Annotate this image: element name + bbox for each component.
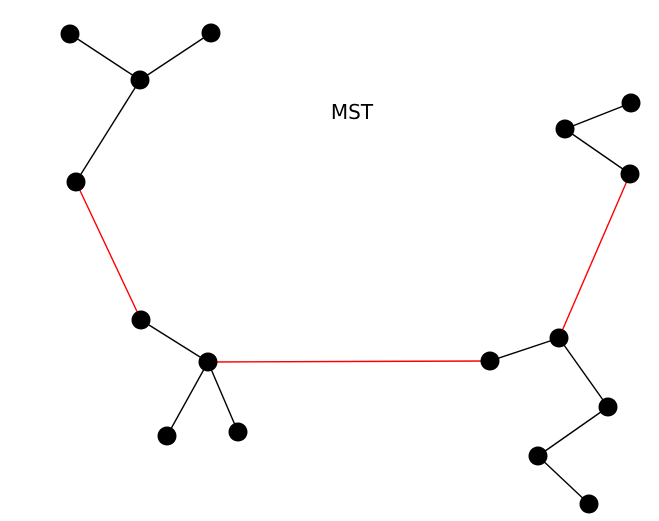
node-p [579, 494, 599, 514]
node-n [598, 397, 618, 417]
node-o [528, 446, 548, 466]
node-k [620, 164, 640, 184]
edge-layer [69, 32, 632, 505]
node-e [131, 310, 151, 330]
edge-n-o [537, 406, 609, 457]
node-m [621, 93, 641, 113]
node-a [60, 24, 80, 44]
edge-l-m [564, 102, 632, 130]
edge-j-n [558, 337, 609, 408]
edge-f-h [207, 361, 239, 433]
node-l [555, 119, 575, 139]
node-f [198, 352, 218, 372]
edge-k-l [564, 128, 631, 175]
edge-c-d [75, 79, 141, 183]
node-j [549, 328, 569, 348]
edge-a-c [69, 33, 141, 81]
edge-i-j [489, 337, 560, 362]
node-d [66, 172, 86, 192]
diagram-title: MST [331, 100, 374, 124]
edge-b-c [139, 32, 212, 81]
edge-f-g [166, 361, 209, 437]
node-b [201, 23, 221, 43]
node-h [228, 422, 248, 442]
node-layer [60, 23, 641, 514]
highlighted-edge-d-e [75, 181, 142, 321]
node-i [480, 351, 500, 371]
highlighted-edge-j-k [558, 173, 631, 339]
edge-e-f [140, 319, 209, 363]
node-c [130, 70, 150, 90]
node-g [157, 426, 177, 446]
edge-o-p [537, 455, 590, 505]
highlighted-edge-f-i [207, 360, 491, 363]
